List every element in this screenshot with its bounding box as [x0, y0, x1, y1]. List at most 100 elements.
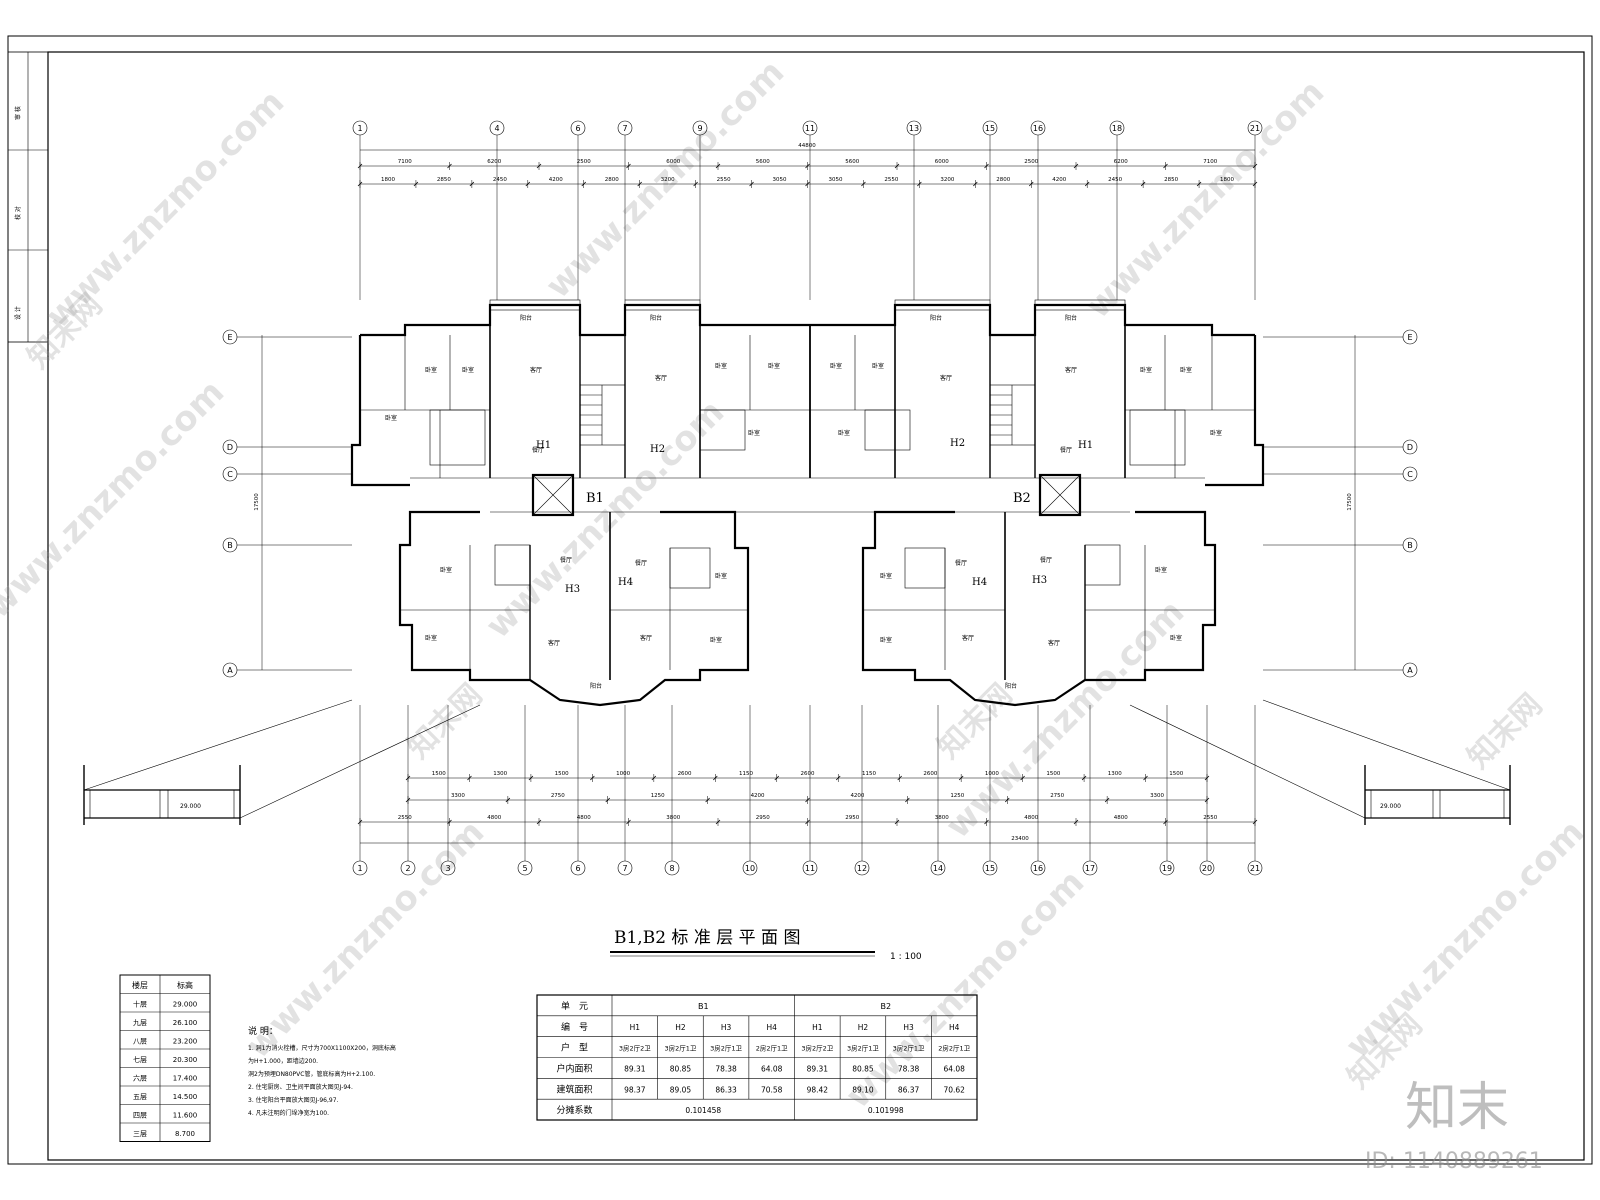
floor-table-level: 四层 — [133, 1112, 147, 1120]
area-table-cell: 80.85 — [852, 1065, 874, 1074]
room-bedroom: 卧室 — [748, 429, 760, 437]
area-table-cell: H4 — [949, 1023, 960, 1032]
room-bedroom: 卧室 — [830, 362, 842, 370]
floor-table-frame — [119, 974, 211, 1142]
grid-label-right: D — [1407, 443, 1413, 452]
room-bedroom: 卧室 — [1140, 366, 1152, 374]
area-table-cell: 2房2厅1卫 — [938, 1044, 970, 1053]
floor-table-level: 九层 — [133, 1018, 147, 1027]
room-bedroom: 卧室 — [880, 636, 892, 644]
room-bedroom: 卧室 — [880, 572, 892, 580]
area-table-cell: 3房2厅1卫 — [847, 1044, 879, 1053]
dim-bottom-row3-value: 4800 — [577, 815, 591, 821]
grid-label-right: B — [1407, 541, 1413, 550]
dim-bottom-row2-value: 4200 — [751, 793, 765, 799]
dim-top-row2-value: 4200 — [1052, 177, 1066, 183]
dim-bottom-row3-value: 3800 — [935, 815, 949, 821]
room-living: 客厅 — [548, 639, 560, 647]
area-table-cell: 86.37 — [898, 1085, 920, 1094]
balcony-detail-right: 29.000 — [1364, 765, 1511, 825]
south-wing-east-outline — [861, 510, 1217, 707]
dim-top-row2-value: 2850 — [1164, 177, 1178, 183]
notes-line: 为H+1.000，距墙边200. — [248, 1057, 318, 1065]
dim-top-row2-value: 4200 — [549, 177, 563, 183]
dim-top-row2-value: 2450 — [1108, 177, 1122, 183]
room-bedroom: 卧室 — [440, 566, 452, 574]
apt-label-h3: H3 — [565, 584, 580, 595]
room-living: 客厅 — [1065, 366, 1077, 374]
grid-label-bottom: 21 — [1250, 864, 1260, 873]
dim-bottom-row3-value: 3800 — [666, 815, 680, 821]
room-living: 客厅 — [640, 634, 652, 642]
stair-west — [579, 384, 626, 446]
watermark-logo: 知末 — [1405, 1078, 1509, 1138]
area-table-cell: 3房2厅1卫 — [893, 1044, 925, 1053]
floor-table-elevation: 23.200 — [173, 1038, 198, 1046]
floor-table-elevation: 26.100 — [173, 1019, 198, 1027]
area-table-cell: 89.10 — [852, 1085, 874, 1094]
area-table-cell: 64.08 — [761, 1065, 783, 1074]
dim-bottom-row3-value: 4800 — [487, 815, 501, 821]
floor-table-level: 六层 — [133, 1074, 147, 1083]
grid-label-bottom: 16 — [1033, 864, 1043, 873]
area-table-row-label: 单 元 — [561, 1000, 588, 1012]
room-bedroom: 卧室 — [715, 362, 727, 370]
apt-label-h2: H2 — [950, 438, 965, 449]
floor-table-elevation: 29.000 — [173, 1001, 198, 1009]
grid-label-bottom: 15 — [985, 864, 995, 873]
area-table-cell: H1 — [812, 1023, 823, 1032]
watermark-layer: www.znzmo.com www.znzmo.com www.znzmo.co… — [0, 52, 1592, 1116]
room-bedroom: 卧室 — [872, 362, 884, 370]
south-wing-west-outline — [398, 510, 750, 707]
floor-table-level: 五层 — [133, 1093, 147, 1101]
dim-bottom-row1-value: 1000 — [616, 771, 630, 777]
notes-line: 洞2为预埋DN80PVC管，管底标高为H+2.100. — [248, 1070, 375, 1078]
room-balcony: 阳台 — [650, 314, 662, 322]
dim-depth-right-value: 17500 — [1347, 493, 1353, 511]
area-table-cell: 64.08 — [943, 1065, 965, 1074]
dim-top-row2-value: 2800 — [996, 177, 1010, 183]
east-wall-north — [1205, 335, 1265, 487]
dim-bottom-row1-value: 2600 — [678, 771, 692, 777]
grid-label-right: A — [1407, 666, 1413, 675]
room-labels: 卧室 卧室 客厅 卧室 餐厅 客厅 卧室 卧室 卧室 卧室 卧室 卧室 客厅 客… — [385, 314, 1222, 690]
floor-table-elevation: 8.700 — [175, 1130, 195, 1138]
floor-table-elevation: 17.400 — [173, 1075, 198, 1083]
drawing-title-block: B1,B2 标 准 层 平 面 图 1 : 100 — [610, 928, 922, 962]
room-bedroom: 卧室 — [1155, 566, 1167, 574]
notes-line: 4. 凡未注明的门垛净宽为100. — [248, 1109, 329, 1117]
balcony-detail-left: 29.000 — [83, 765, 241, 825]
room-living: 客厅 — [962, 634, 974, 642]
dim-bottom-row2-value: 2750 — [551, 793, 565, 799]
grid-label-top: 6 — [575, 124, 580, 133]
watermark-brand-4: 知末网 — [1461, 687, 1549, 775]
room-dining: 餐厅 — [955, 559, 967, 567]
dim-bottom-row1-value: 2600 — [801, 771, 815, 777]
floor-table-header: 楼层 — [132, 980, 148, 990]
dim-bottom-row1-value: 1500 — [432, 771, 446, 777]
stair-east — [989, 384, 1036, 446]
notes-line: 1. 洞1为消火栓槽，尺寸为700X1100X200，洞底标高 — [248, 1044, 396, 1052]
floor-table-elevation: 11.600 — [173, 1112, 198, 1120]
watermark-site-5: www.znzmo.com — [478, 392, 732, 646]
area-table-row-label: 户 型 — [561, 1042, 588, 1054]
outer-border — [7, 35, 1593, 1165]
area-table-cell: H2 — [675, 1023, 686, 1032]
dim-top-row1-value: 5600 — [756, 159, 770, 165]
grid-label-top: 15 — [985, 124, 995, 133]
grid-label-bottom: 11 — [805, 864, 815, 873]
dim-bottom-row2-value: 3300 — [451, 793, 465, 799]
watermark-site-3: www.znzmo.com — [1078, 72, 1332, 326]
area-table-cell: 3房2厅2卫 — [801, 1044, 833, 1053]
grid-label-top: 11 — [805, 124, 815, 133]
area-table-share-factor: 0.101458 — [685, 1106, 721, 1115]
grid-label-right: E — [1407, 333, 1412, 342]
area-table-cell: 3房2厅2卫 — [619, 1044, 651, 1053]
area-table-cell: 78.38 — [715, 1065, 737, 1074]
grid-label-bottom: 5 — [522, 864, 527, 873]
room-bedroom: 卧室 — [710, 636, 722, 644]
area-table-cell: 86.33 — [715, 1085, 737, 1094]
room-balcony: 阳台 — [1005, 682, 1017, 690]
area-table-cell: 98.37 — [624, 1085, 646, 1094]
